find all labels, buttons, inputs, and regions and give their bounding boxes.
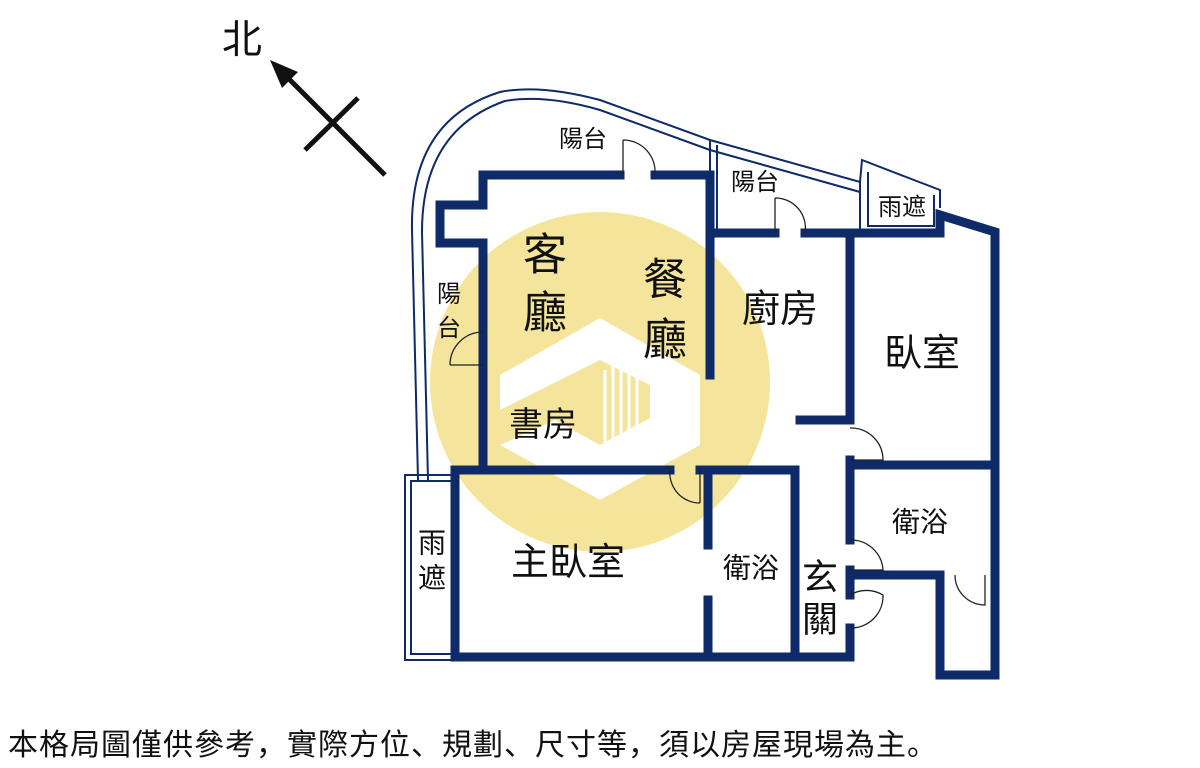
doors [449, 139, 986, 629]
walls [435, 170, 1000, 680]
label-entrance-2: 關 [802, 600, 838, 641]
label-balcony-kitchen: 陽台 [731, 168, 779, 196]
label-master-bedroom: 主臥室 [511, 540, 625, 584]
label-rain-shield-top: 雨遮 [878, 193, 926, 221]
north-label: 北 [222, 17, 262, 63]
label-rain-shield-left-1: 雨 [418, 527, 446, 560]
label-entrance-1: 玄 [802, 558, 838, 599]
label-dining-1: 餐 [643, 255, 687, 306]
label-living-2: 廳 [523, 288, 567, 339]
label-living-1: 客 [523, 230, 567, 281]
label-balcony-left-1: 陽 [437, 280, 461, 308]
label-balcony-left-2: 台 [437, 314, 461, 342]
label-kitchen: 廚房 [742, 287, 818, 331]
north-compass-icon: 北 [222, 17, 387, 177]
label-bath-master: 衛浴 [723, 552, 779, 585]
label-dining-2: 廳 [643, 315, 687, 366]
disclaimer-text: 本格局圖僅供參考，實際方位、規劃、尺寸等，須以房屋現場為主。 [8, 728, 938, 763]
label-study: 書房 [509, 405, 577, 445]
label-rain-shield-left-2: 遮 [418, 562, 446, 595]
label-bedroom: 臥室 [884, 331, 960, 375]
label-balcony-top: 陽台 [559, 125, 607, 153]
label-bath-right: 衛浴 [892, 506, 948, 539]
